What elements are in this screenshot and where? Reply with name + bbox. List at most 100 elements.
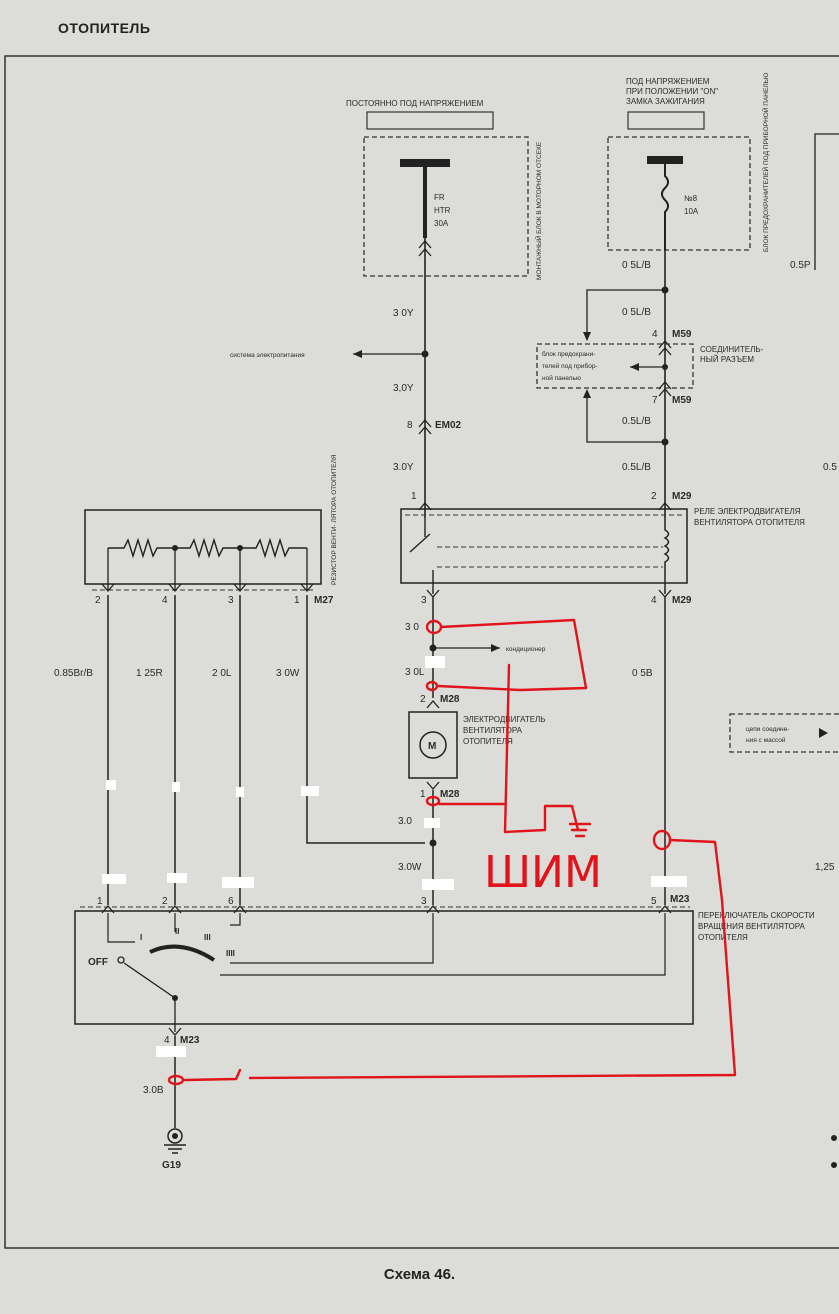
power-fuse-8-2: 10A xyxy=(684,207,699,216)
connectors-p8: 8 xyxy=(407,420,413,431)
wires-w30y-b: 3,0Y xyxy=(393,383,414,394)
power-fuse-fr-3: 30A xyxy=(434,219,449,228)
components-fuse-block-note-1: блок предохрани- xyxy=(542,350,595,358)
connector-m23-bottom: M23 xyxy=(180,1035,200,1046)
connectors-p1: 1 xyxy=(294,595,300,606)
wires-w05lb-b: 0 5L/B xyxy=(622,307,651,318)
white-correction-marks xyxy=(102,656,687,1057)
wires-w05lb-d: 0.5L/B xyxy=(622,462,651,473)
connectors-p2: 2 xyxy=(420,694,426,705)
fan-resistor xyxy=(84,509,322,585)
connector-m59-top: M59 xyxy=(672,329,692,340)
relay-label: РЕЛЕ ЭЛЕКТРОДВИГАТЕЛЯ xyxy=(694,507,801,516)
components-switch-3: ОТОПИТЕЛЯ xyxy=(698,933,748,942)
wires-w30l-b: 3 0L xyxy=(405,667,425,678)
components-motor-3: ОТОПИТЕЛЯ xyxy=(463,737,513,746)
connector-m28-top: M28 xyxy=(440,694,460,705)
wires-w05b: 0 5B xyxy=(632,668,653,679)
panel-fuse-box xyxy=(607,136,751,251)
wires-w05lb-c: 0.5L/B xyxy=(622,416,651,427)
connectors-p2: 2 xyxy=(95,595,101,606)
power-fuse-fr-2: HTR xyxy=(434,206,451,215)
wires-w30l-c: 3.0 xyxy=(398,816,412,827)
power-fuse-8-1: №8 xyxy=(684,194,698,203)
wires-w30w: 3 0W xyxy=(276,668,300,679)
wires-w05lb-a: 0 5L/B xyxy=(622,260,651,271)
components-pos-iii: III xyxy=(204,933,211,942)
resistor-leads xyxy=(107,595,425,905)
connectors-p3: 3 xyxy=(421,896,427,907)
wires-w30y-c: 3.0Y xyxy=(393,462,414,473)
connector-m28-bottom: M28 xyxy=(440,789,460,800)
components-connector-2: НЫЙ РАЗЪЕМ xyxy=(700,355,754,364)
fan-relay xyxy=(400,508,688,584)
components-pos-i: I xyxy=(140,933,142,942)
wires-w125r: 1 25R xyxy=(136,668,163,679)
wires-w30l-a: 3 0 xyxy=(405,622,419,633)
blower-motor xyxy=(408,711,458,779)
wires-w30w-b: 3.0W xyxy=(398,862,422,873)
left-power-label-box xyxy=(366,111,494,130)
switch-rotor-arc xyxy=(149,944,216,962)
right-power-header-1: ПОД НАПРЯЖЕНИЕМ xyxy=(626,77,710,86)
connectors-p1: 1 xyxy=(420,789,426,800)
engine-box-label: МОНТАЖНЫЙ БЛОК В МОТОРНОМ ОТСЕКЕ xyxy=(534,141,543,280)
connector-m23-top: M23 xyxy=(670,894,690,905)
ground-label: G19 xyxy=(162,1160,181,1171)
connectors-p6: 6 xyxy=(228,896,234,907)
page-title: ОТОПИТЕЛЬ xyxy=(58,20,151,36)
red-annotations xyxy=(167,618,737,1086)
connectors-p7: 7 xyxy=(652,395,658,406)
components-ground-note-2: ния с массой xyxy=(746,736,786,744)
connectors-p2: 2 xyxy=(651,491,657,502)
ac-label: кондиционер xyxy=(506,646,546,653)
panel-box-label: БЛОК ПРЕДОХРАНИТЕЛЕЙ ПОД ПРИБОРНОЙ ПАНЕЛ… xyxy=(761,72,770,252)
components-relay-2: ВЕНТИЛЯТОРА ОТОПИТЕЛЯ xyxy=(694,518,805,527)
diagram-frame xyxy=(4,55,839,1249)
components-motor-2: ВЕНТИЛЯТОРА xyxy=(463,726,523,735)
power-right-header-3: ЗАМКА ЗАЖИГАНИЯ xyxy=(626,97,705,106)
connectors-p4: 4 xyxy=(652,329,658,340)
power-right-header-2: ПРИ ПОЛОЖЕНИИ "ON" xyxy=(626,87,718,96)
engine-fuse-box xyxy=(363,136,529,277)
wires-w30y-a: 3 0Y xyxy=(393,308,414,319)
wires-w20l: 2 0L xyxy=(212,668,232,679)
fuse-8 xyxy=(661,164,669,250)
figure-caption: Схема 46. xyxy=(383,1266,456,1283)
connectors-p3: 3 xyxy=(421,595,427,606)
connectors-p1: 1 xyxy=(411,491,417,502)
power-fuse-fr-1: FR xyxy=(434,193,445,202)
connectors-p4: 4 xyxy=(164,1035,170,1046)
left-busbar xyxy=(400,159,450,167)
wires-w085: 0.85Br/B xyxy=(54,668,93,679)
connectors-p4: 4 xyxy=(651,595,657,606)
right-busbar xyxy=(647,156,683,164)
components-pos-iiii: IIII xyxy=(226,949,235,958)
connector-m59-bottom: M59 xyxy=(672,395,692,406)
wires-w05-edge: 0.5 xyxy=(823,462,837,473)
wires-w30b: 3.0B xyxy=(143,1085,164,1096)
handwritten-pwm-label: ШИМ xyxy=(484,847,602,898)
wires-w05p: 0.5P xyxy=(790,260,811,271)
connector-em02: EM02 xyxy=(435,420,462,431)
connector-m29-bottom: M29 xyxy=(672,595,692,606)
components-fuse-block-note-3: ной панелью xyxy=(542,374,581,382)
connectors-p1: 1 xyxy=(97,896,103,907)
connectors-p5: 5 xyxy=(651,896,657,907)
motor-label: ЭЛЕКТРОДВИГАТЕЛЬ xyxy=(463,715,546,724)
right-power-label-box xyxy=(627,111,705,130)
components-motor-symbol: M xyxy=(428,741,436,752)
fan-speed-switch xyxy=(74,910,694,1025)
ground-circuit-box xyxy=(729,713,839,753)
power-system-label: система электропитания xyxy=(230,352,305,359)
components-fuse-block-note-2: телей под прибор- xyxy=(542,362,598,370)
connectors-p4: 4 xyxy=(162,595,168,606)
components-pos-ii: II xyxy=(175,927,179,936)
switch-off-label: OFF xyxy=(88,957,108,968)
components-connector-1: СОЕДИНИТЕЛЬ- xyxy=(700,345,764,354)
connectors-p3: 3 xyxy=(228,595,234,606)
connector-m27: M27 xyxy=(314,595,334,606)
resistor-label: РЕЗИСТОР ВЕНТИ- ЛЯТОРА ОТОПИТЕЛЯ xyxy=(331,454,338,585)
connector-block xyxy=(536,343,694,389)
